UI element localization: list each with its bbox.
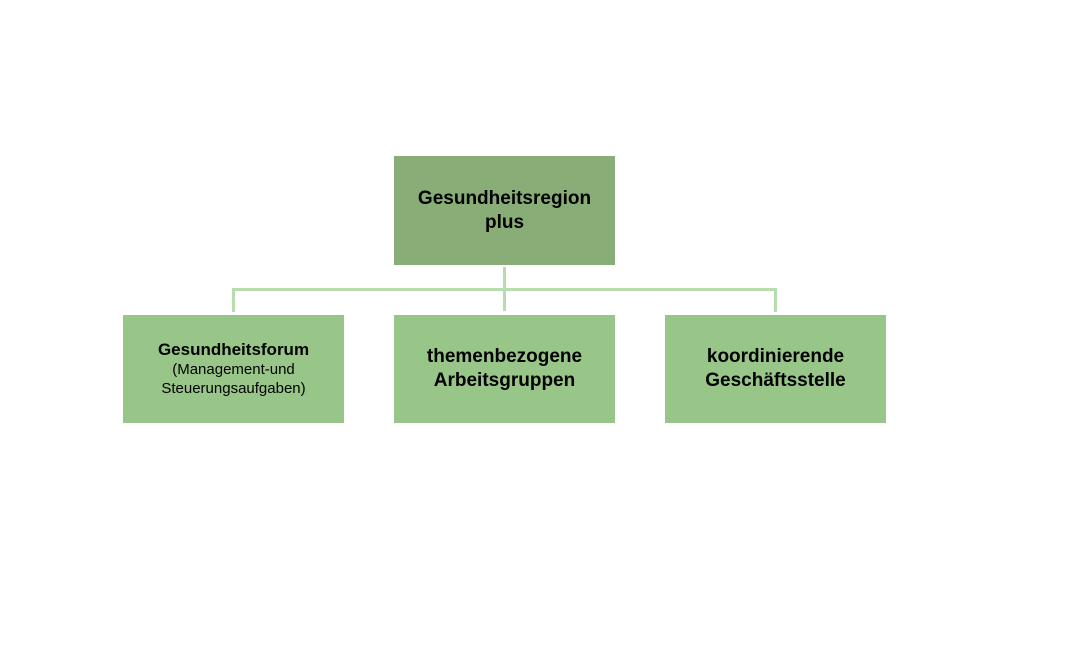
child-node-line2: Geschäftsstelle: [705, 370, 846, 391]
child-node-subtitle-line2: Steuerungsaufgaben): [161, 380, 306, 397]
root-node: Gesundheitsregion plus: [394, 156, 615, 265]
root-node-line2: plus: [484, 211, 525, 233]
child-node-subtitle-line1: (Management-und: [172, 361, 295, 378]
connector-horizontal-bar: [232, 288, 777, 291]
child-node-geschaeftsstelle: koordinierende Geschäftsstelle: [665, 315, 886, 423]
child-node-title: Gesundheitsforum: [157, 340, 310, 359]
child-node-arbeitsgruppen: themenbezogene Arbeitsgruppen: [394, 315, 615, 423]
connector-right-drop: [774, 288, 777, 312]
child-node-line2: Arbeitsgruppen: [433, 370, 576, 391]
child-node-line1: koordinierende: [706, 346, 845, 367]
root-node-line1: Gesundheitsregion: [417, 187, 592, 209]
child-node-gesundheitsforum: Gesundheitsforum (Management-und Steueru…: [123, 315, 344, 423]
connector-left-drop: [232, 288, 235, 312]
child-node-line1: themenbezogene: [426, 346, 583, 367]
